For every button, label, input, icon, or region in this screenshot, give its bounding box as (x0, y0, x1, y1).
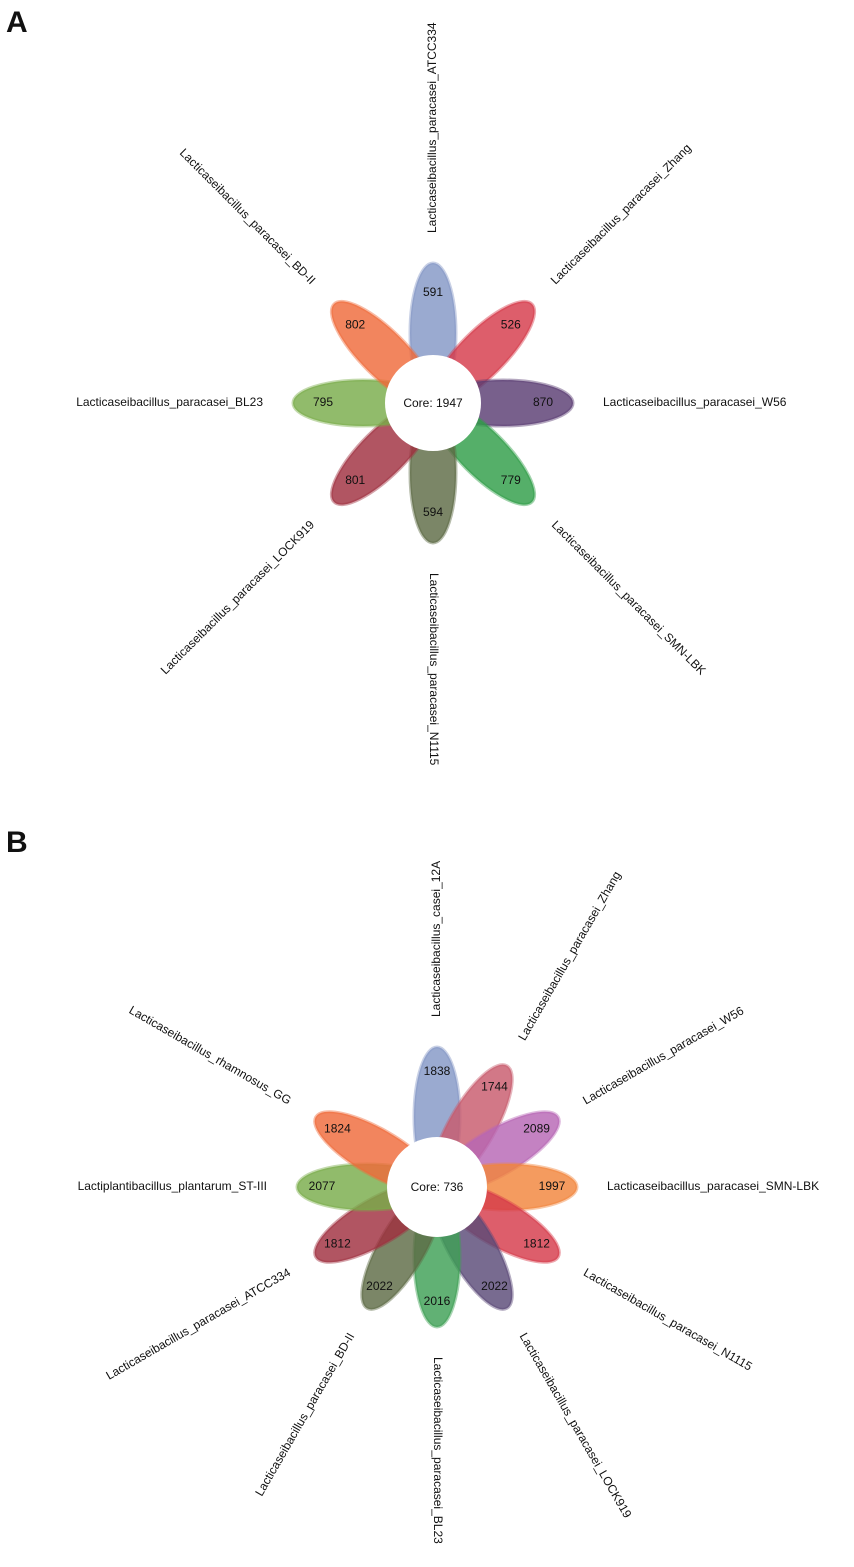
strain-label-4: Lacticaseibacillus_paracasei_SMN-LBK (549, 518, 709, 678)
petal-value-6: 2022 (481, 1279, 508, 1293)
petal-value-1: 591 (423, 285, 443, 299)
petal-value-10: 2077 (309, 1179, 336, 1193)
strain-label-2: Lacticaseibacillus_paracasei_Zhang (548, 141, 694, 287)
petal-value-3: 870 (533, 395, 553, 409)
panel-a-core-label: Core: 1947 (403, 396, 463, 410)
petal-value-7: 795 (313, 395, 333, 409)
petal-value-7: 2016 (424, 1294, 451, 1308)
strain-label-9: Lacticaseibacillus_paracasei_ATCC334 (104, 1265, 294, 1383)
petal-value-4: 1997 (539, 1179, 566, 1193)
strain-label-7: Lacticaseibacillus_paracasei_BL23 (431, 1357, 445, 1544)
petal-value-5: 1812 (523, 1237, 550, 1251)
petal-value-4: 779 (501, 473, 521, 487)
strain-label-8: Lacticaseibacillus_paracasei_BD-II (177, 146, 318, 287)
strain-label-8: Lacticaseibacillus_paracasei_BD-II (252, 1330, 357, 1498)
panel-b-petal-values: 1838 1744 2089 1997 1812 2022 2016 2022 1812 2077… (309, 1064, 566, 1308)
panel-a-petal-values: 591 526 870 779 594 801 795 802 (313, 285, 553, 519)
petal-value-11: 1824 (324, 1122, 351, 1136)
panel-b-core-label: Core: 736 (411, 1180, 464, 1194)
panel-a-core-circle (385, 355, 481, 451)
petal-value-6: 801 (345, 473, 365, 487)
petal-value-5: 594 (423, 505, 443, 519)
strain-label-3: Lacticaseibacillus_paracasei_W56 (603, 395, 787, 409)
strain-label-2: Lacticaseibacillus_paracasei_Zhang (515, 869, 624, 1043)
petal-value-2: 526 (501, 317, 521, 331)
petal-value-2: 1744 (481, 1080, 508, 1094)
strain-label-11: Lacticaseibacillus_rhamnosus_GG (127, 1003, 294, 1108)
petal-value-8: 2022 (366, 1279, 393, 1293)
panel-b-letter: B (6, 826, 28, 859)
strain-label-6: Lacticaseibacillus_paracasei_LOCK919 (517, 1330, 635, 1520)
panel-a-flower: A 591 526 870 779 594 801 795 802 Core: 1947 La… (6, 6, 787, 766)
petal-value-1: 1838 (424, 1064, 451, 1078)
panel-a-letter: A (6, 6, 28, 39)
strain-label-10: Lactiplantibacillus_plantarum_ST-III (78, 1179, 267, 1193)
panel-b-core-circle (387, 1137, 487, 1237)
strain-label-1: Lacticaseibacillus_casei_12A (429, 861, 443, 1017)
strain-label-5: Lacticaseibacillus_paracasei_N1115 (427, 573, 441, 766)
strain-label-5: Lacticaseibacillus_paracasei_N1115 (581, 1265, 755, 1373)
strain-label-6: Lacticaseibacillus_paracasei_LOCK919 (158, 517, 318, 677)
petal-value-3: 2089 (523, 1122, 550, 1136)
petal-value-8: 802 (345, 317, 365, 331)
strain-label-1: Lacticaseibacillus_paracasei_ATCC334 (425, 22, 439, 233)
petal-value-9: 1812 (324, 1237, 351, 1251)
strain-label-4: Lacticaseibacillus_paracasei_SMN-LBK (607, 1179, 819, 1193)
panel-b-flower: B 1838 1744 2089 1997 1812 2022 2016 2022 1812 20… (6, 826, 819, 1544)
strain-label-3: Lacticaseibacillus_paracasei_W56 (580, 1003, 746, 1107)
strain-label-7: Lacticaseibacillus_paracasei_BL23 (76, 395, 263, 409)
